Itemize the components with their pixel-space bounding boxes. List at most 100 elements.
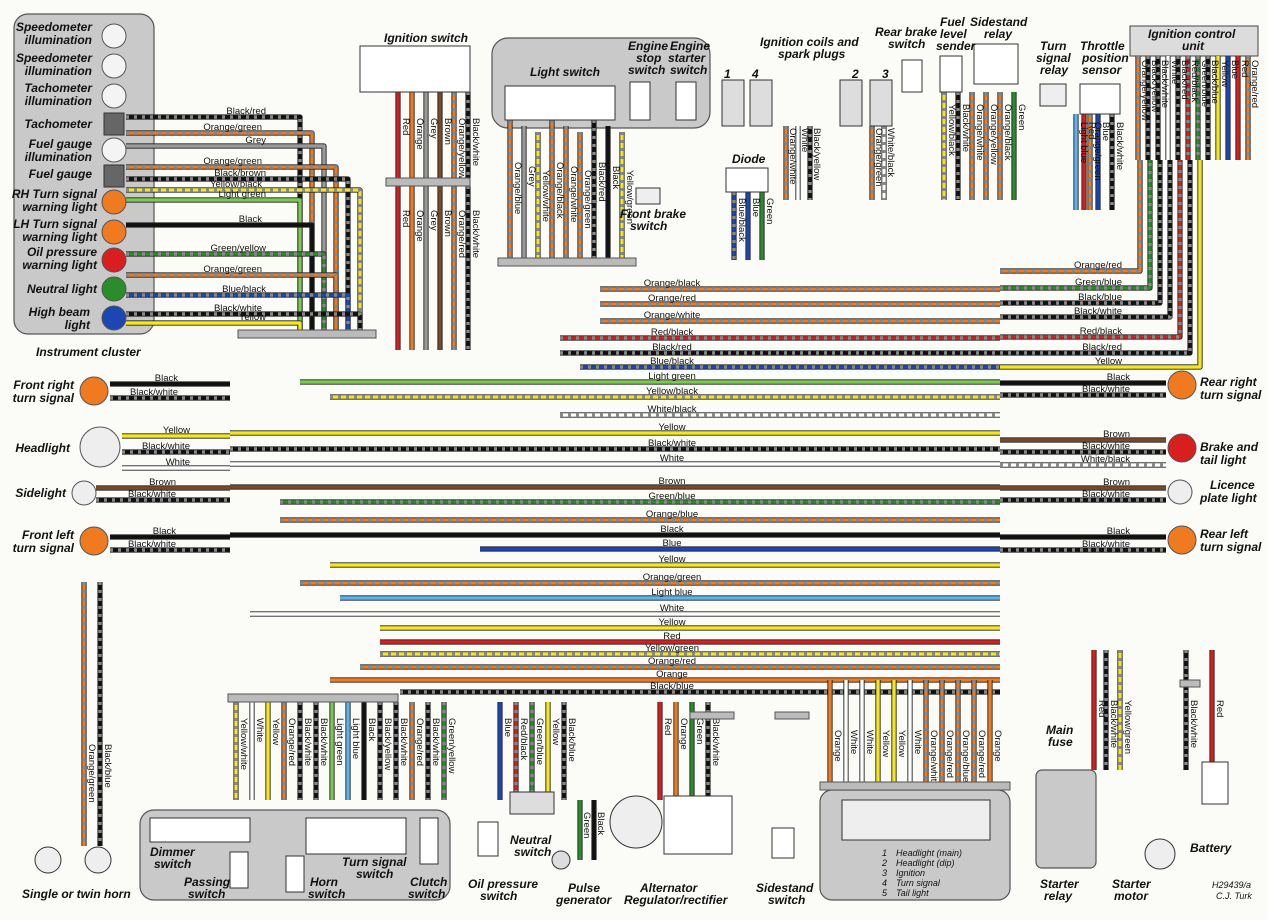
front-brake-switch-icon xyxy=(635,187,661,205)
label-light-switch: Light switch xyxy=(530,65,600,79)
ignition-upper-label-2: Grey xyxy=(428,118,439,139)
label-turn-sw-1: Turn signal xyxy=(342,855,407,869)
right-wire-0-stripe xyxy=(1000,160,1142,273)
ignition-upper-label-0: Red xyxy=(400,118,411,135)
instrument-wire-0-stripe xyxy=(126,115,302,334)
fuse-holder-icon xyxy=(841,799,991,841)
sidelight-label-1: Black/white xyxy=(128,489,176,500)
label-pulse-1: Pulse xyxy=(568,881,600,895)
diode-icon xyxy=(725,167,769,193)
right-drop-label-2: Yellow/green xyxy=(1122,700,1133,754)
fuel-gauge-unit-icon xyxy=(103,164,125,188)
front-right-label-0: Black xyxy=(155,373,178,384)
instrument-connector xyxy=(237,329,377,339)
label-front-right-1: Front right xyxy=(13,378,75,392)
label-oil-sw-2: switch xyxy=(480,889,517,903)
label-tps-2: position xyxy=(1081,51,1129,65)
right-label-6: Yellow xyxy=(1095,356,1122,367)
lower-label-8: Black xyxy=(366,718,377,741)
label-engine-starter-3: switch xyxy=(670,63,707,77)
coil-number-3: 3 xyxy=(882,67,889,81)
light-wire-label-3: Orange/black xyxy=(554,162,565,219)
icu-label-6: Green/blue xyxy=(1199,60,1210,107)
coil-label-3: Orange/green xyxy=(873,128,884,187)
right-label-0: Orange/red xyxy=(1074,260,1122,271)
bus-label-20: White xyxy=(660,603,684,614)
right-wire-2-stripe xyxy=(1000,160,1162,305)
coil-label-4: White/black xyxy=(885,128,896,177)
headlight-label-1: Black/white xyxy=(142,441,190,452)
label-ign-coils-1: Ignition coils and xyxy=(760,35,859,49)
lh-turn-warning-bulb-icon xyxy=(101,219,127,245)
ignition-upper-label-1: Orange xyxy=(414,118,425,150)
icu-label-4: Black/red xyxy=(1179,60,1190,100)
fuse-legend-text-5: Tail light xyxy=(896,888,929,898)
label-oil-sw-1: Oil pressure xyxy=(468,877,538,891)
label-rh-turn-2: warning light xyxy=(22,200,98,214)
ignition-lower-label-2: Grey xyxy=(428,210,439,231)
rear-right-label-0: Black xyxy=(1107,372,1130,383)
label-fuel-sender-1: Fuel xyxy=(940,15,965,29)
passing-switch-icon xyxy=(229,851,249,889)
regulator-rectifier-icon xyxy=(663,795,733,855)
label-speedo2-1: Speedometer xyxy=(16,51,93,65)
label-ignition-switch: Ignition switch xyxy=(384,31,468,45)
label-dimmer-2: switch xyxy=(154,857,191,871)
label-sidestand-relay-2: relay xyxy=(984,27,1013,41)
front-left-label-1: Black/white xyxy=(128,539,176,550)
label-alt-2: Regulator/rectifier xyxy=(624,893,729,907)
connectors xyxy=(227,177,1201,791)
label-rear-brake-1: Rear brake xyxy=(875,25,937,39)
right-label-5: Black/red xyxy=(1082,342,1122,353)
ignition-lower-label-3: Brown xyxy=(442,210,453,237)
label-rh-turn-1: RH Turn signal xyxy=(12,187,98,201)
fuse-label-7: Orange/red xyxy=(944,730,955,778)
label-licence-1: Licence xyxy=(1210,478,1255,492)
instrument-wire-label-6: Light green xyxy=(218,189,266,200)
wire-layer xyxy=(81,56,1251,860)
label-clutch-1: Clutch xyxy=(410,875,447,889)
sidestand-switch-icon xyxy=(771,827,795,859)
icu-lower-label-3: Light blue xyxy=(1078,122,1089,163)
icu-label-11: Orange/red xyxy=(1249,60,1260,108)
label-horn-sw-1: Horn xyxy=(310,875,338,889)
lower-label-5: Black/white xyxy=(318,718,329,766)
instrument-wire-label-5: Yellow/black xyxy=(210,179,262,190)
instrument-wire-11-stripe xyxy=(126,312,362,334)
label-front-left-1: Front left xyxy=(22,528,75,542)
lower-label-21: Green xyxy=(694,718,705,744)
label-speedo-illum-1: Speedometer xyxy=(16,20,93,34)
label-speedo2-2: illumination xyxy=(25,64,92,78)
credit-2: C.J. Turk xyxy=(1216,891,1252,901)
bus-label-11: White xyxy=(660,453,684,464)
lower-label-3: Orange/red xyxy=(286,718,297,766)
external-lamps xyxy=(71,370,1197,556)
label-front-right-2: turn signal xyxy=(13,391,75,405)
sender-label-3: Orange/yellow xyxy=(988,104,999,165)
component-labels: Speedometer illumination Speedometer ill… xyxy=(12,15,1262,907)
label-starter-motor-2: motor xyxy=(1114,889,1149,903)
bus-label-14: Orange/blue xyxy=(646,509,698,520)
label-engine-starter-1: Engine xyxy=(670,39,710,53)
bus-label-5: Blue/black xyxy=(650,356,694,367)
label-licence-2: plate light xyxy=(1199,491,1258,505)
coil-4-icon xyxy=(749,79,773,127)
label-turn-relay-2: signal xyxy=(1036,51,1071,65)
bus-label-15: Black xyxy=(660,524,683,535)
label-tps-1: Throttle xyxy=(1080,39,1125,53)
label-lh-turn-2: warning light xyxy=(22,230,98,244)
bus-label-9: Yellow xyxy=(658,422,685,433)
right-drop-label-3: Black/white xyxy=(1188,700,1199,748)
lower-label-20: Orange xyxy=(678,718,689,750)
bus-label-16: Blue xyxy=(662,538,681,549)
label-headlight: Headlight xyxy=(15,441,71,455)
label-starter-relay-2: relay xyxy=(1044,889,1073,903)
bus-label-10: Black/white xyxy=(648,438,696,449)
label-neutral-sw-1: Neutral xyxy=(510,833,552,847)
lower-label-19: Red xyxy=(662,718,673,735)
lower-label-22: Black/white xyxy=(710,718,721,766)
ignition-switch-table xyxy=(359,45,471,93)
lower-label-2: Yellow xyxy=(270,718,281,745)
lower-label-6: Light green xyxy=(334,718,345,766)
battery-icon xyxy=(1201,761,1229,805)
